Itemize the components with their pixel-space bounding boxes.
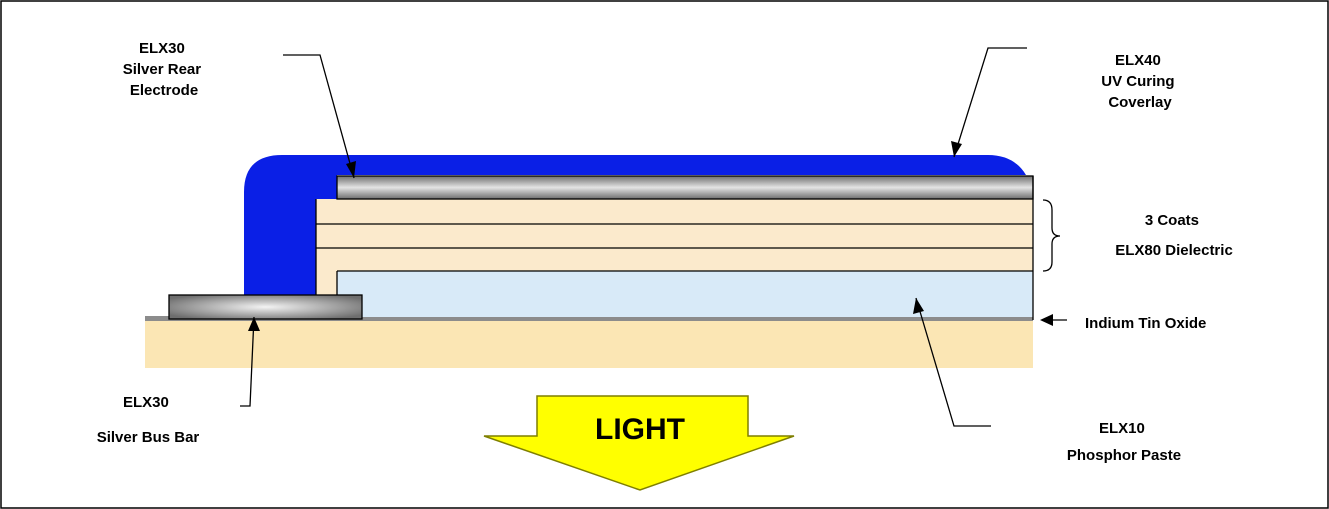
label-ito: Indium Tin Oxide <box>1085 315 1206 332</box>
ito-layer <box>145 316 1033 321</box>
light-arrow <box>483 395 795 491</box>
leader-phosphor <box>915 297 991 427</box>
silver-bus-bar <box>168 294 363 320</box>
dielectric-outline <box>315 199 1033 297</box>
light-arrow-label: LIGHT <box>595 413 685 446</box>
leader-ito-arrowhead <box>1040 314 1053 326</box>
leader-rear-electrode <box>283 54 355 179</box>
leader-phosphor-arrowhead <box>913 298 924 314</box>
leader-bus-bar-arrowhead <box>248 317 260 331</box>
leader-coverlay-arrowhead <box>951 141 962 157</box>
substrate-layer <box>145 320 1033 368</box>
label-bus-bar: ELX30 Silver Bus Bar <box>97 394 200 446</box>
leader-coverlay <box>953 47 1027 158</box>
silver-rear-electrode <box>336 175 1034 200</box>
dielectric-brace <box>1042 199 1061 272</box>
phosphor-layer <box>337 271 1033 317</box>
leader-rear-electrode-arrowhead <box>346 161 356 178</box>
label-coverlay: ELX40 UV Curing Coverlay <box>1101 52 1179 111</box>
coverlay-layer <box>244 155 1026 318</box>
label-dielectric: 3 Coats ELX80 Dielectric <box>1115 212 1233 259</box>
label-phosphor: ELX10 Phosphor Paste <box>1067 420 1181 464</box>
label-rear-electrode: ELX30 Silver Rear Electrode <box>123 40 206 99</box>
leader-bus-bar <box>240 316 255 407</box>
